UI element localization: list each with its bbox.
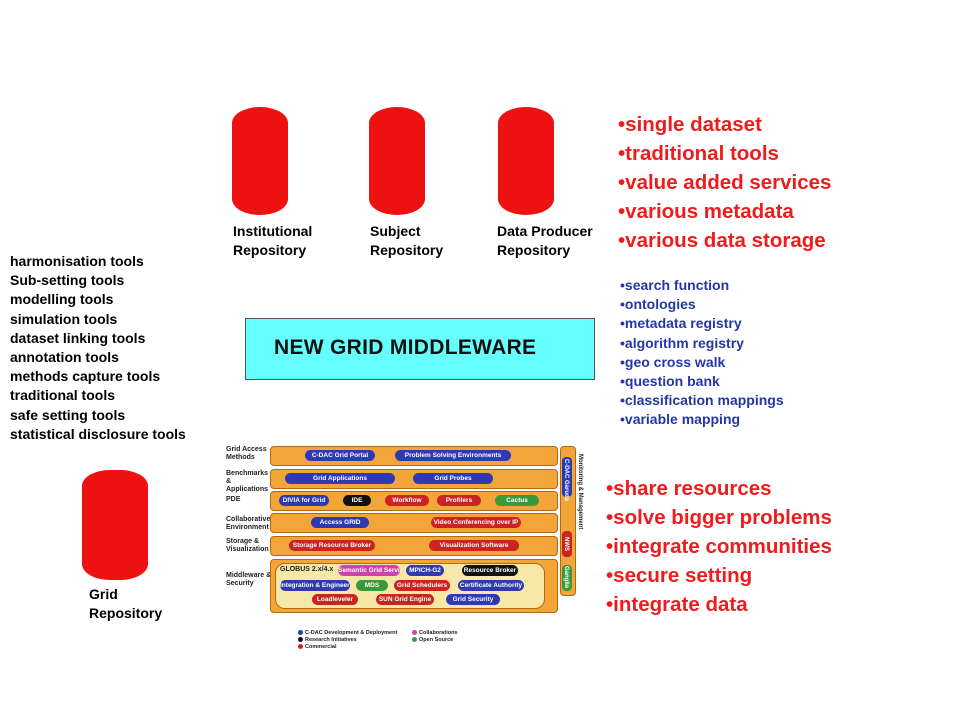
layer-label-bench: Benchmarks & Applications	[226, 470, 269, 493]
list-item: •various metadata	[618, 200, 794, 223]
pill-workflow: Workflow	[385, 495, 429, 506]
list-item: •integrate communities	[606, 535, 832, 558]
middleware-label: NEW GRID MIDDLEWARE	[274, 336, 537, 359]
features-services-list: •search function •ontologies •metadata r…	[620, 276, 784, 430]
list-item: •share resources	[606, 477, 772, 500]
list-item: •geo cross walk	[620, 353, 726, 370]
list-item: •metadata registry	[620, 315, 742, 332]
list-item: •integrate data	[606, 593, 748, 616]
pill-integration: Integration & Engineering	[280, 580, 350, 591]
pill-vis: Visualization Software	[429, 540, 519, 551]
pill-mpich: MPICH-G2	[406, 565, 444, 576]
features-top-list: •single dataset •traditional tools •valu…	[618, 110, 831, 255]
list-item: modelling tools	[10, 291, 114, 308]
grid-stack-diagram: Grid Access Methods Benchmarks & Applica…	[226, 440, 596, 654]
pill-portal: C-DAC Grid Portal	[305, 450, 375, 461]
producer-repository-cylinder	[498, 107, 554, 215]
list-item: •variable mapping	[620, 411, 741, 428]
side-pill-ganglia: Ganglia	[562, 565, 572, 591]
globus-box: GLOBUS 2.x/4.x Semantic Grid Services MP…	[275, 563, 545, 609]
side-text-ganglia: Ganglia	[563, 566, 569, 589]
pill-semantic: Semantic Grid Services	[338, 565, 400, 576]
pill-ide: IDE	[343, 495, 371, 506]
layer-storage: Storage Resource Broker Visualization So…	[270, 536, 558, 556]
list-item: •question bank	[620, 373, 720, 390]
pill-srb: Storage Resource Broker	[289, 540, 375, 551]
list-item: Sub-setting tools	[10, 272, 125, 289]
institutional-repository-cylinder	[232, 107, 288, 215]
features-bottom-list: •share resources •solve bigger problems …	[606, 474, 832, 619]
list-item: traditional tools	[10, 387, 115, 404]
legend-research: Research Initiatives	[298, 637, 357, 643]
layer-label-access: Grid Access Methods	[226, 446, 267, 461]
pill-access-grid: Access GRID	[311, 517, 369, 528]
legend-dev: C-DAC Development & Deployment	[298, 630, 397, 636]
side-pill-garuda: C-DAC Garuda	[562, 457, 572, 501]
legend-commercial: Commercial	[298, 644, 337, 650]
list-item: harmonisation tools	[10, 253, 144, 269]
list-item: safe setting tools	[10, 406, 126, 423]
list-item: •solve bigger problems	[606, 506, 832, 529]
list-item: simulation tools	[10, 310, 118, 327]
list-item: statistical disclosure tools	[10, 425, 186, 442]
list-item: •ontologies	[620, 296, 696, 313]
layer-label-pde: PDE	[226, 496, 241, 503]
list-item: •value added services	[618, 171, 832, 194]
pill-sge: SUN Grid Engine	[376, 594, 434, 605]
list-item: •classification mappings	[620, 392, 784, 409]
layer-bench: Grid Applications Grid Probes	[270, 469, 558, 489]
list-item: •traditional tools	[618, 142, 779, 165]
monitoring-column: C-DAC Garuda NWS Ganglia	[560, 446, 576, 596]
layer-collab: Access GRID Video Conferencing over IP	[270, 513, 558, 533]
grid-middleware-box: NEW GRID MIDDLEWARE	[245, 318, 595, 380]
layer-pde: DIVIA for Grid IDE Workflow Profilers Ca…	[270, 491, 558, 511]
list-item: •single dataset	[618, 113, 762, 136]
grid-repository-cylinder	[82, 470, 148, 580]
pill-cactus: Cactus	[495, 495, 539, 506]
pill-schedulers: Grid Schedulers	[394, 580, 450, 591]
list-item: •algorithm registry	[620, 334, 744, 351]
pill-broker: Resource Broker	[462, 565, 518, 576]
side-text-garuda: C-DAC Garuda	[563, 459, 569, 502]
monitoring-label: Monitoring & Management	[577, 454, 583, 530]
list-item: dataset linking tools	[10, 329, 146, 346]
layer-label-collab: Collaborative Environment	[226, 516, 271, 531]
list-item: •search function	[620, 277, 730, 293]
pill-video: Video Conferencing over IP	[431, 517, 521, 528]
subject-repository-cylinder	[369, 107, 425, 215]
layer-label-storage: Storage & Visualization	[226, 538, 269, 553]
legend-collab: Collaborations	[412, 630, 458, 636]
layer-label-middleware: Middleware & Security	[226, 572, 272, 587]
side-text-nws: NWS	[563, 537, 569, 551]
layer-middleware: GLOBUS 2.x/4.x Semantic Grid Services MP…	[270, 559, 558, 613]
list-item: •secure setting	[606, 564, 753, 587]
pill-mds: MDS	[356, 580, 388, 591]
layer-access: C-DAC Grid Portal Problem Solving Enviro…	[270, 446, 558, 466]
pill-security: Grid Security	[446, 594, 500, 605]
side-pill-nws: NWS	[562, 531, 572, 557]
list-item: •various data storage	[618, 229, 826, 252]
tools-list: harmonisation tools Sub-setting tools mo…	[10, 252, 186, 444]
pill-apps: Grid Applications	[285, 473, 395, 484]
pill-divia: DIVIA for Grid	[279, 495, 329, 506]
pill-ca: Certificate Authority	[458, 580, 524, 591]
pill-probes: Grid Probes	[413, 473, 493, 484]
legend-open: Open Source	[412, 637, 453, 643]
list-item: methods capture tools	[10, 368, 161, 385]
list-item: annotation tools	[10, 349, 119, 366]
pill-profilers: Profilers	[437, 495, 481, 506]
pill-loadleveler: Loadleveler	[312, 594, 358, 605]
globus-label: GLOBUS 2.x/4.x	[280, 566, 334, 573]
pill-pse: Problem Solving Environments	[395, 450, 511, 461]
